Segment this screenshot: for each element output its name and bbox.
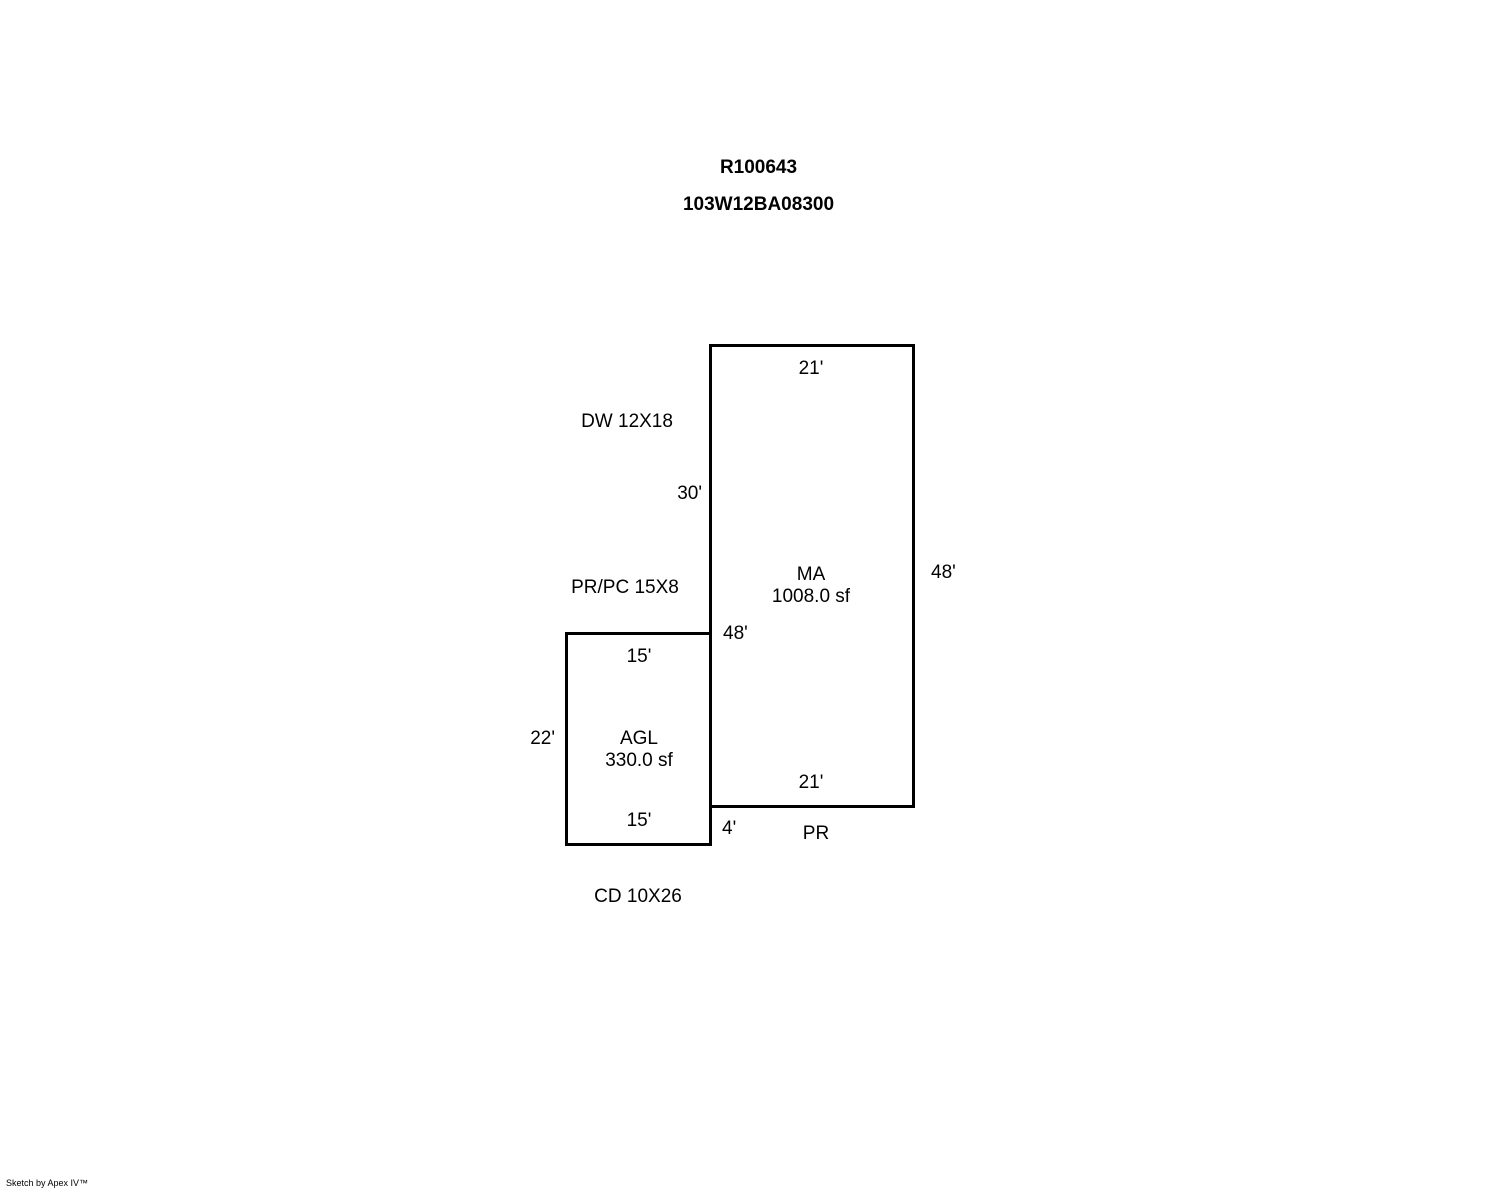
garage-left-dimension: 22' (530, 728, 555, 749)
main-area-size: 1008.0 sf (771, 586, 851, 607)
garage-top-dimension: 15' (626, 646, 652, 667)
main-left-upper-dimension: 30' (677, 483, 702, 504)
garage-bottom-dimension: 15' (626, 810, 652, 831)
porch-label: PR (802, 823, 830, 844)
porch-covered-label: PR/PC 15X8 (571, 577, 679, 598)
main-area-code: MA (796, 564, 826, 585)
main-area-outline (709, 344, 915, 808)
garage-area-outline (565, 632, 712, 846)
porch-dimension: 4' (722, 818, 737, 839)
parcel-number: 103W12BA08300 (682, 194, 835, 215)
main-left-lower-dimension: 48' (723, 623, 748, 644)
record-id: R100643 (719, 157, 798, 178)
garage-area-size: 330.0 sf (605, 750, 673, 771)
main-top-dimension: 21' (798, 358, 824, 379)
main-bottom-dimension: 21' (798, 772, 824, 793)
deck-label: CD 10X26 (594, 886, 682, 907)
main-right-dimension: 48' (931, 562, 956, 583)
garage-area-code: AGL (619, 728, 659, 749)
sketch-credit: Sketch by Apex IV™ (6, 1178, 89, 1188)
driveway-label: DW 12X18 (581, 411, 673, 432)
